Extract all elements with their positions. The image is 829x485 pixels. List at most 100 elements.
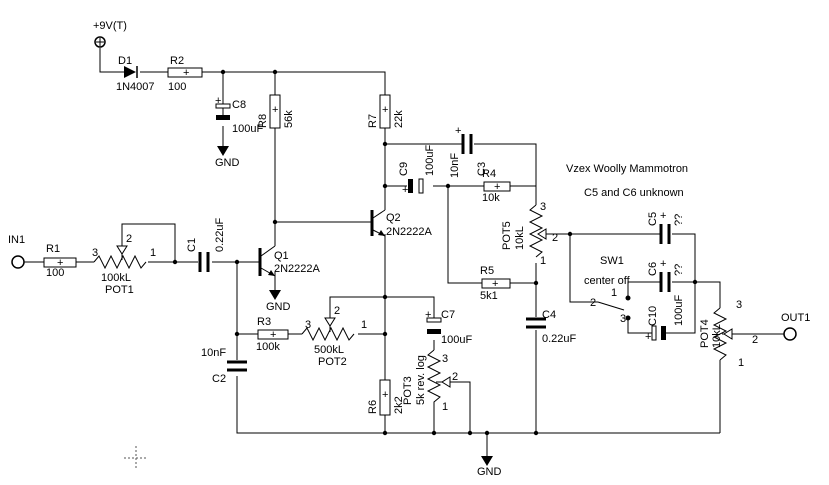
potentiometer-pot1: 3 2 1 100kL POT1 bbox=[92, 233, 156, 296]
polarity-mark: + bbox=[660, 258, 666, 270]
output-label: OUT1 bbox=[781, 312, 810, 324]
r8-value: 56k bbox=[283, 110, 295, 128]
r7-value: 22k bbox=[393, 110, 405, 128]
polarity-mark: + bbox=[494, 181, 500, 193]
resistor-r4: + R4 10k bbox=[482, 168, 511, 204]
pin-label: 1 bbox=[361, 319, 367, 331]
capacitor-c8: + C8 100uF bbox=[215, 95, 263, 135]
c8-ref: C8 bbox=[232, 99, 246, 111]
polarity-mark: + bbox=[382, 104, 388, 116]
switch-sw1: SW1 center off 2 1 3 bbox=[584, 255, 631, 334]
c2-ref: C2 bbox=[212, 373, 226, 385]
c1-value: 0.22uF bbox=[214, 217, 226, 252]
potentiometer-pot2: 3 2 1 500kL POT2 bbox=[301, 305, 367, 368]
polarity-mark: + bbox=[183, 67, 189, 79]
c5-ref: C5 bbox=[647, 212, 659, 226]
pot2-value: 500kL bbox=[314, 344, 344, 356]
wires bbox=[24, 48, 784, 456]
pot1-value: 100kL bbox=[101, 272, 131, 284]
pin-label: 1 bbox=[540, 255, 546, 267]
r4-ref: R4 bbox=[482, 168, 496, 180]
capacitor-c2: 10nF C2 bbox=[201, 347, 247, 385]
r3-value: 100k bbox=[256, 341, 280, 353]
pot4-value: 10kL bbox=[711, 324, 723, 348]
pin-label: 3 bbox=[540, 201, 546, 213]
pot1-ref: POT1 bbox=[105, 284, 134, 296]
junction-dot bbox=[382, 430, 388, 436]
diode-d1: D1 1N4007 bbox=[116, 55, 155, 93]
d1-value: 1N4007 bbox=[116, 81, 155, 93]
pin-label: 3 bbox=[442, 353, 448, 365]
q1-ref: Q1 bbox=[274, 250, 289, 262]
r2-ref: R2 bbox=[170, 55, 184, 67]
capacitor-c1: C1 0.22uF bbox=[186, 217, 226, 272]
junction-dot bbox=[484, 430, 490, 436]
junction-dot bbox=[272, 219, 278, 225]
ground-symbol: GND bbox=[215, 146, 240, 169]
pin-label: 2 bbox=[552, 232, 558, 244]
schematic-title: Vzex Woolly Mammotron bbox=[566, 163, 688, 175]
pin-label: 1 bbox=[611, 287, 617, 299]
c4-value: 0.22uF bbox=[542, 333, 577, 345]
c1-ref: C1 bbox=[186, 238, 198, 252]
resistor-r3: + R3 100k bbox=[256, 316, 289, 353]
potentiometer-pot5: 3 2 1 POT5 10kL bbox=[501, 201, 558, 267]
potentiometer-pot4: 3 2 1 POT4 10kL bbox=[699, 299, 758, 369]
ground-label: GND bbox=[215, 157, 240, 169]
polarity-mark: + bbox=[57, 257, 63, 269]
transistor-q1: Q1 2N2222A bbox=[258, 245, 321, 277]
pot5-ref: POT5 bbox=[501, 221, 513, 250]
q1-value: 2N2222A bbox=[274, 263, 321, 275]
c3-value: 10nF bbox=[449, 153, 461, 178]
q2-value: 2N2222A bbox=[386, 226, 433, 238]
q2-ref: Q2 bbox=[386, 212, 401, 224]
junction-dots bbox=[172, 69, 698, 436]
r6-value: 2k2 bbox=[393, 396, 405, 414]
c2-value: 10nF bbox=[201, 347, 226, 359]
capacitor-c6: + C6 ?? bbox=[647, 258, 685, 292]
c10-value: 100uF bbox=[673, 295, 685, 326]
c10-ref: C10 bbox=[647, 306, 659, 326]
pot3-value: 5k rev. log bbox=[415, 355, 427, 405]
potentiometer-pot3: 3 2 1 POT3 5k rev. log bbox=[402, 349, 458, 413]
ground-symbol: GND bbox=[266, 290, 291, 313]
c4-ref: C4 bbox=[542, 309, 556, 321]
r8-ref: R8 bbox=[257, 114, 269, 128]
junction-dot bbox=[234, 331, 240, 337]
c3-ref: C3 bbox=[476, 162, 488, 176]
junction-dot bbox=[467, 430, 473, 436]
junction-dot bbox=[172, 259, 178, 265]
capacitor-c9: + C9 100uF bbox=[398, 145, 436, 196]
c9-ref: C9 bbox=[398, 162, 410, 176]
c7-value: 100uF bbox=[441, 334, 472, 346]
junction-dot bbox=[382, 294, 388, 300]
junction-dot bbox=[234, 259, 240, 265]
capacitor-c10: + C10 100uF bbox=[645, 295, 685, 343]
schematic-note: C5 and C6 unknown bbox=[584, 187, 684, 199]
pin-label: 3 bbox=[92, 247, 98, 259]
ground-symbol: GND bbox=[477, 456, 502, 478]
junction-dot bbox=[533, 430, 539, 436]
r5-ref: R5 bbox=[480, 265, 494, 277]
junction-dot bbox=[220, 69, 226, 75]
junction-dot bbox=[533, 280, 539, 286]
polarity-mark: + bbox=[272, 104, 278, 116]
sw1-ref: SW1 bbox=[600, 255, 624, 267]
power-label: +9V(T) bbox=[93, 20, 127, 32]
input-terminal: IN1 bbox=[8, 234, 25, 269]
c6-ref: C6 bbox=[647, 262, 659, 276]
pin-label: 2 bbox=[752, 334, 758, 346]
pin-label: 2 bbox=[590, 297, 596, 309]
capacitor-c5: + C5 ?? bbox=[647, 210, 685, 244]
c8-value: 100uF bbox=[232, 123, 263, 135]
polarity-mark: + bbox=[270, 329, 276, 341]
polarity-mark: + bbox=[215, 95, 221, 107]
resistor-r8: + R8 56k bbox=[257, 94, 295, 129]
transistor-q2: Q2 2N2222A bbox=[370, 209, 433, 238]
pin-label: 1 bbox=[738, 357, 744, 369]
junction-dot bbox=[382, 183, 388, 189]
output-terminal: OUT1 bbox=[781, 312, 810, 341]
resistor-r1: + R1 100 bbox=[43, 243, 77, 279]
input-label: IN1 bbox=[8, 234, 25, 246]
